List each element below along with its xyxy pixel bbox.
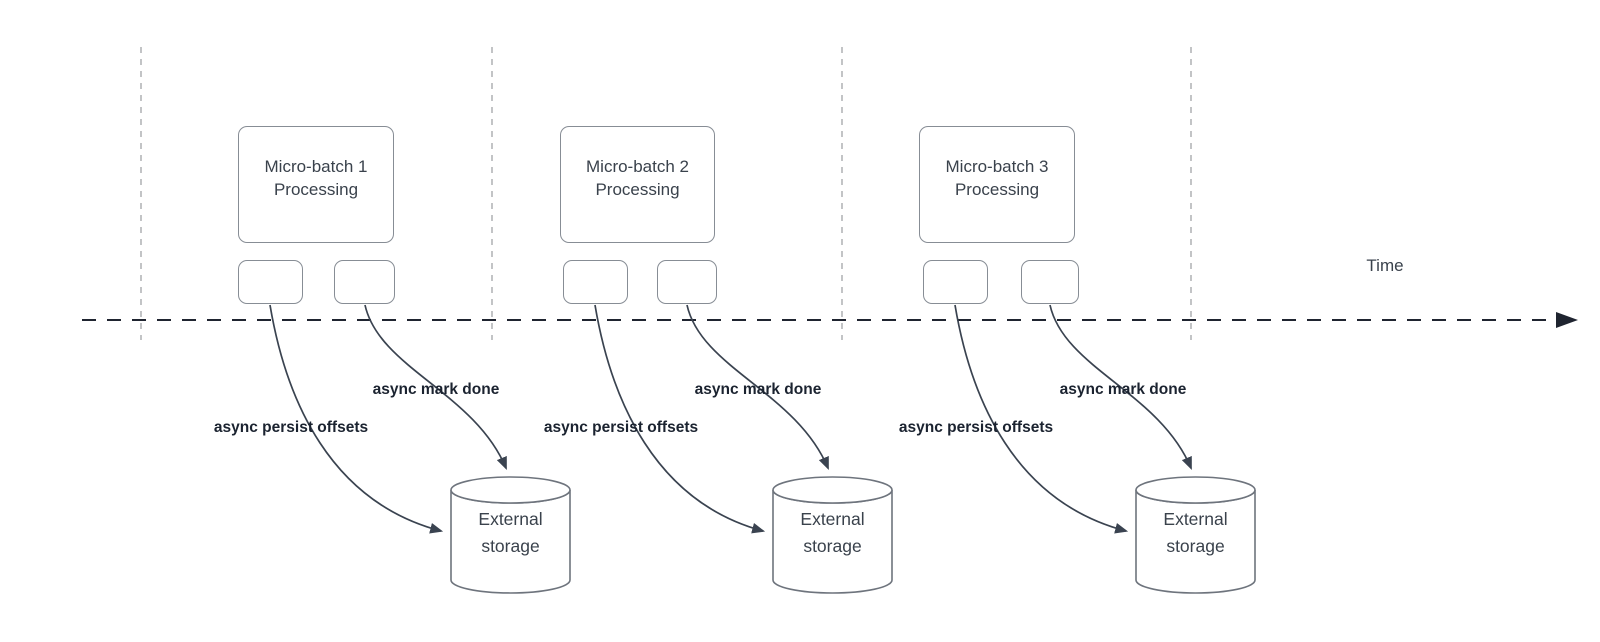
external-storage-label-3: External storage bbox=[1136, 506, 1255, 560]
mark-done-arrow-1 bbox=[364, 304, 507, 470]
external-storage-label-1: External storage bbox=[451, 506, 570, 560]
external-storage-label-2-line1: External bbox=[800, 509, 865, 529]
micro-batch-3-processing-box: Micro-batch 3 Processing bbox=[919, 126, 1075, 243]
external-storage-label-1-line1: External bbox=[478, 509, 543, 529]
micro-batch-2-title: Micro-batch 2 Processing bbox=[586, 155, 689, 201]
external-storage-label-3-line2: storage bbox=[1166, 536, 1225, 556]
mark-done-arrow-2 bbox=[686, 304, 829, 470]
micro-batch-1-title-line1: Micro-batch 1 bbox=[264, 156, 368, 176]
external-storage-label-2: External storage bbox=[773, 506, 892, 560]
micro-batch-3-title-line2: Processing bbox=[954, 179, 1040, 199]
micro-batch-2-title-line2: Processing bbox=[595, 179, 680, 199]
mark-done-label-1: async mark done bbox=[372, 381, 500, 398]
persist-offsets-arrow-2 bbox=[594, 304, 766, 534]
external-storage-label-1-line2: storage bbox=[481, 536, 540, 556]
persist-offsets-arrow-3 bbox=[954, 304, 1129, 534]
micro-batch-2-processing-box: Micro-batch 2 Processing bbox=[560, 126, 715, 243]
commit-task-box-3 bbox=[1021, 260, 1079, 304]
persist-offsets-label-1: async persist offsets bbox=[213, 419, 369, 436]
external-storage-cylinder-3 bbox=[1135, 476, 1256, 594]
cylinder-top bbox=[1135, 476, 1256, 504]
offset-task-box-3 bbox=[923, 260, 988, 304]
cylinder-top bbox=[772, 476, 893, 504]
mark-done-label-2: async mark done bbox=[694, 381, 822, 398]
commit-task-box-1 bbox=[334, 260, 395, 304]
micro-batch-2-title-line1: Micro-batch 2 bbox=[586, 156, 689, 176]
offset-task-box-1 bbox=[238, 260, 303, 304]
persist-offsets-label-3: async persist offsets bbox=[898, 419, 1054, 436]
external-storage-label-2-line2: storage bbox=[803, 536, 862, 556]
external-storage-label-3-line1: External bbox=[1163, 509, 1228, 529]
mark-done-arrow-3 bbox=[1049, 304, 1192, 470]
cylinder-top bbox=[450, 476, 571, 504]
micro-batch-1-processing-box: Micro-batch 1 Processing bbox=[238, 126, 394, 243]
micro-batch-3-title-line1: Micro-batch 3 bbox=[945, 156, 1049, 176]
persist-offsets-arrow-1 bbox=[269, 304, 444, 534]
micro-batch-3-title: Micro-batch 3 Processing bbox=[946, 155, 1049, 201]
persist-offsets-label-2: async persist offsets bbox=[543, 419, 699, 436]
micro-batch-1-title: Micro-batch 1 Processing bbox=[265, 155, 368, 201]
external-storage-cylinder-1 bbox=[450, 476, 571, 594]
micro-batch-1-title-line2: Processing bbox=[273, 179, 359, 199]
time-axis-label: Time bbox=[1366, 256, 1404, 275]
offset-task-box-2 bbox=[563, 260, 628, 304]
commit-task-box-2 bbox=[657, 260, 717, 304]
external-storage-cylinder-2 bbox=[772, 476, 893, 594]
time-axis-arrowhead-icon bbox=[1556, 312, 1578, 328]
mark-done-label-3: async mark done bbox=[1059, 381, 1187, 398]
